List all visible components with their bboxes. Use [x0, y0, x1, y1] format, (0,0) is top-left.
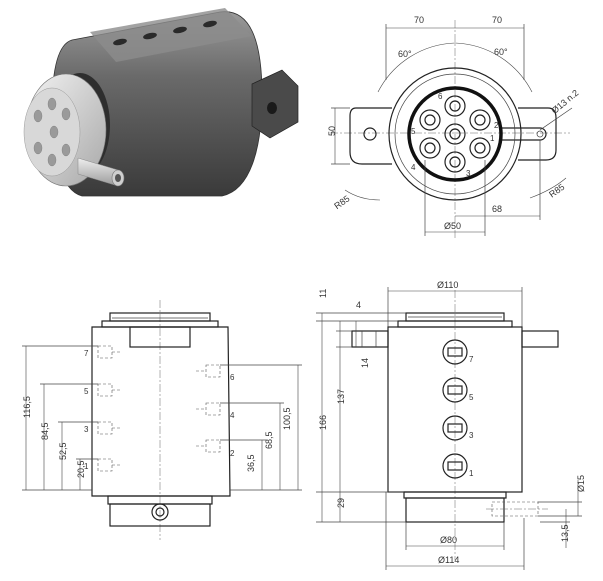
- angle-left-60: 60°: [398, 49, 412, 59]
- front-port-1: 1: [469, 469, 474, 478]
- dim-137: 137: [336, 389, 346, 404]
- side-port-3: 3: [84, 425, 89, 434]
- dim-14: 14: [360, 358, 370, 368]
- dim-100-5: 100,5: [282, 407, 292, 430]
- front-view-ports: [442, 339, 468, 479]
- dim-68: 68: [492, 204, 502, 214]
- top-port-1: 1: [490, 134, 495, 143]
- side-view: 7 5 3 1 6 4 2 116,5 84,5 52,5 20,5: [22, 300, 302, 540]
- front-view: Ø110 7 5 3 1: [316, 280, 586, 570]
- dim-166: 166: [318, 415, 328, 430]
- side-port-4: 4: [230, 411, 235, 420]
- dim-116-5: 116,5: [22, 396, 32, 418]
- radius-left-r85: R85: [332, 193, 351, 211]
- front-port-3: 3: [469, 431, 474, 440]
- top-port-6: 6: [438, 92, 443, 101]
- side-port-5: 5: [84, 387, 89, 396]
- dim-13-5: 13,5: [560, 524, 570, 542]
- dim-29: 29: [336, 498, 346, 508]
- top-port-2: 2: [494, 121, 499, 130]
- top-port-5: 5: [411, 127, 416, 136]
- front-port-5: 5: [469, 393, 474, 402]
- angle-right-60: 60°: [494, 47, 508, 57]
- diameter-50: Ø50: [444, 221, 461, 231]
- dim-11: 11: [318, 289, 328, 298]
- side-right-ports: [196, 364, 221, 453]
- top-view: 70 70 60° 60° 1 2 3 4 5: [327, 15, 580, 240]
- top-port-3: 3: [466, 169, 471, 178]
- front-port-7: 7: [469, 355, 474, 364]
- dim-right-70: 70: [492, 15, 502, 25]
- hole-diameter-label: Ø13 n.2: [550, 88, 581, 116]
- diameter-15: Ø15: [576, 475, 586, 492]
- dim-20-5: 20,5: [76, 460, 86, 478]
- side-port-6: 6: [230, 373, 235, 382]
- diameter-114: Ø114: [438, 555, 459, 565]
- diameter-110: Ø110: [437, 280, 458, 290]
- side-port-2: 2: [230, 449, 235, 458]
- dim-84-5: 84,5: [40, 422, 50, 440]
- height-50: 50: [327, 126, 337, 136]
- dim-left-70: 70: [414, 15, 424, 25]
- side-port-1: 1: [84, 462, 89, 471]
- dim-68-5: 68,5: [264, 431, 274, 449]
- dim-36-5: 36,5: [246, 454, 256, 472]
- dim-4: 4: [356, 300, 361, 310]
- radius-right-r85: R85: [547, 182, 566, 200]
- side-left-ports: [97, 345, 122, 472]
- isometric-render: [23, 8, 299, 197]
- top-view-ports: [419, 95, 491, 173]
- diameter-80: Ø80: [440, 535, 457, 545]
- dim-52-5: 52,5: [58, 442, 68, 460]
- side-port-7: 7: [84, 349, 89, 358]
- top-port-4: 4: [411, 163, 416, 172]
